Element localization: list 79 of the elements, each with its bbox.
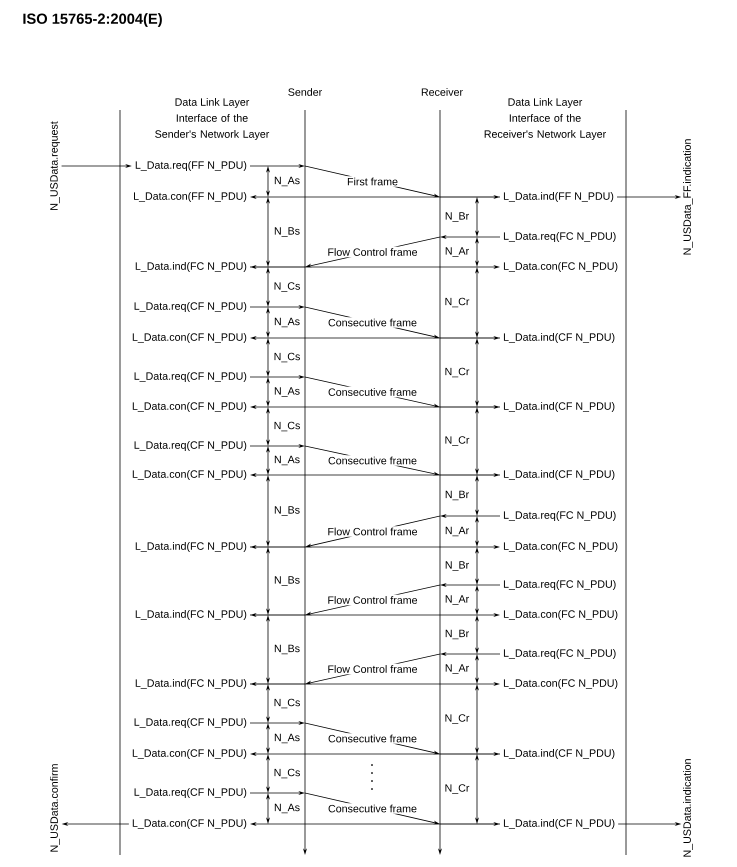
timing-label: N_Br <box>446 630 469 640</box>
edge-label: Consecutive frame <box>326 803 418 814</box>
timing-label: N_As <box>274 456 300 466</box>
timing-label: N_Cr <box>445 298 470 308</box>
message-label: L_Data.con(FC N_PDU) <box>504 542 618 552</box>
timing-label: N_Cr <box>445 784 470 794</box>
edge-label: Consecutive frame <box>326 455 418 466</box>
column-heading: Data Link Layer <box>508 98 582 108</box>
edge-label: First frame <box>346 176 400 187</box>
edge-label: Consecutive frame <box>326 733 418 744</box>
column-heading: Interface of the Sender's Network Layer <box>155 114 270 140</box>
timing-label: N_As <box>274 176 300 186</box>
message-label: L_Data.ind(CF N_PDU) <box>504 470 614 480</box>
timing-label: N_Cs <box>274 352 300 362</box>
timing-label: N_Ar <box>446 595 469 605</box>
timing-label: N_Bs <box>274 576 300 586</box>
edge-label: Consecutive frame <box>326 317 418 328</box>
timing-label: N_Cs <box>274 422 300 432</box>
timing-label: N_As <box>274 318 300 328</box>
column-heading: Interface of the Receiver's Network Layer <box>484 114 606 140</box>
timing-label: N_Cr <box>445 368 470 378</box>
timing-label: N_Cs <box>274 768 300 778</box>
message-label: L_Data.req(CF N_PDU) <box>134 718 246 728</box>
message-label: L_Data.con(CF N_PDU) <box>132 819 246 829</box>
message-label: L_Data.ind(CF N_PDU) <box>504 749 614 759</box>
message-label: L_Data.ind(CF N_PDU) <box>504 333 614 343</box>
message-label: L_Data.ind(CF N_PDU) <box>504 402 614 412</box>
edge-label: Consecutive frame <box>326 386 418 398</box>
message-label: L_Data.con(CF N_PDU) <box>132 402 246 412</box>
column-heading: Data Link Layer <box>176 98 250 108</box>
message-label: L_Data.req(CF N_PDU) <box>134 788 246 798</box>
timing-label: N_As <box>274 734 300 744</box>
timing-label: N_Ar <box>446 664 469 674</box>
timing-label: N_As <box>274 804 300 814</box>
message-label: L_Data.req(FC N_PDU) <box>504 511 616 521</box>
timing-label: N_Cr <box>445 714 470 724</box>
timing-label: N_Bs <box>274 506 300 516</box>
service-primitive-label: N_USData.confirm <box>50 764 60 852</box>
message-label: L_Data.con(FC N_PDU) <box>504 679 618 689</box>
lifeline-heading: Receiver <box>422 88 463 96</box>
message-label: L_Data.ind(FC N_PDU) <box>136 610 246 620</box>
timing-label: N_Bs <box>274 227 300 237</box>
timing-label: N_Bs <box>274 644 300 654</box>
message-label: L_Data.con(FC N_PDU) <box>504 610 618 620</box>
timing-label: N_Ar <box>446 247 469 257</box>
message-label: L_Data.ind(FF N_PDU) <box>504 192 614 202</box>
message-label: L_Data.con(CF N_PDU) <box>132 470 246 480</box>
lifeline-heading: Sender <box>288 88 322 96</box>
timing-label: N_Br <box>446 490 469 500</box>
service-primitive-label: N_USData.indication <box>683 759 693 857</box>
timing-label: N_As <box>274 387 300 397</box>
timing-label: N_Cs <box>274 698 300 708</box>
message-label: L_Data.req(FC N_PDU) <box>504 232 616 242</box>
message-label: L_Data.req(FC N_PDU) <box>504 649 616 659</box>
title: ISO 15765-2:2004(E) <box>23 13 162 27</box>
message-label: L_Data.con(FF N_PDU) <box>134 192 246 202</box>
service-primitive-label: N_USData_FF.indication <box>683 139 693 255</box>
message-label: L_Data.req(CF N_PDU) <box>134 441 246 451</box>
edge-label: Flow Control frame <box>326 526 419 537</box>
message-label: L_Data.con(FC N_PDU) <box>504 262 618 272</box>
timing-label: N_Br <box>446 212 469 222</box>
edge-label: Flow Control frame <box>326 664 419 674</box>
message-label: L_Data.req(FF N_PDU) <box>136 161 246 171</box>
timing-label: N_Ar <box>446 526 469 536</box>
edge-label: Flow Control frame <box>326 594 419 606</box>
timing-label: N_Cr <box>445 436 470 446</box>
service-primitive-label: N_USData.request <box>50 121 60 210</box>
message-label: L_Data.ind(FC N_PDU) <box>136 262 246 272</box>
message-label: L_Data.con(CF N_PDU) <box>132 749 246 759</box>
message-label: L_Data.ind(CF N_PDU) <box>504 819 614 829</box>
message-label: L_Data.ind(FC N_PDU) <box>136 679 246 689</box>
timing-label: N_Cs <box>274 282 300 292</box>
timing-label: N_Br <box>446 561 469 571</box>
message-label: L_Data.req(CF N_PDU) <box>134 302 246 312</box>
message-label: L_Data.con(CF N_PDU) <box>132 333 246 343</box>
edge-label: Flow Control frame <box>326 246 419 258</box>
message-label: L_Data.ind(FC N_PDU) <box>136 542 246 552</box>
message-label: L_Data.req(FC N_PDU) <box>504 580 616 590</box>
message-label: L_Data.req(CF N_PDU) <box>134 372 246 382</box>
